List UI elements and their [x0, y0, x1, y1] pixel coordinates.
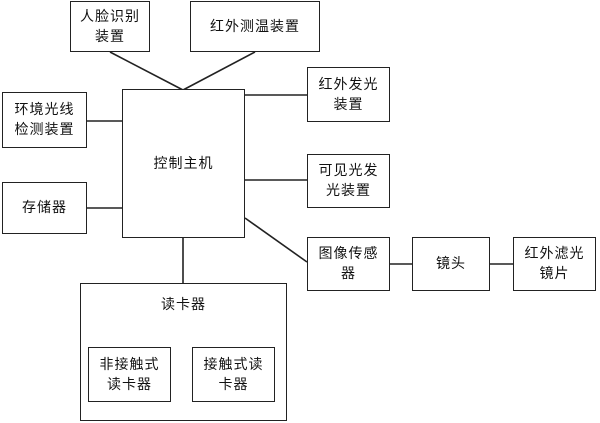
- connector-face-to-controller: [109, 51, 184, 91]
- ambient-light-box: 环境光线检测装置: [2, 92, 87, 148]
- contactless-reader-box: 非接触式读卡器: [88, 347, 171, 402]
- ir-filter-box: 红外滤光镜片: [513, 237, 596, 291]
- connector-controller-to-sensor: [244, 217, 308, 263]
- connector-irtemp-to-controller: [182, 51, 256, 91]
- storage-box: 存储器: [2, 182, 87, 234]
- face-recognition-box: 人脸识别装置: [70, 1, 150, 52]
- contact-reader-box: 接触式读卡器: [192, 347, 275, 402]
- visible-emitter-box: 可见光发光装置: [307, 154, 390, 208]
- card-reader-title: 读卡器: [161, 297, 206, 313]
- main-controller-box: 控制主机: [122, 89, 245, 238]
- ir-emitter-box: 红外发光装置: [307, 67, 390, 122]
- image-sensor-box: 图像传感器: [307, 237, 390, 291]
- lens-box: 镜头: [412, 237, 490, 291]
- ir-temperature-box: 红外测温装置: [190, 1, 320, 52]
